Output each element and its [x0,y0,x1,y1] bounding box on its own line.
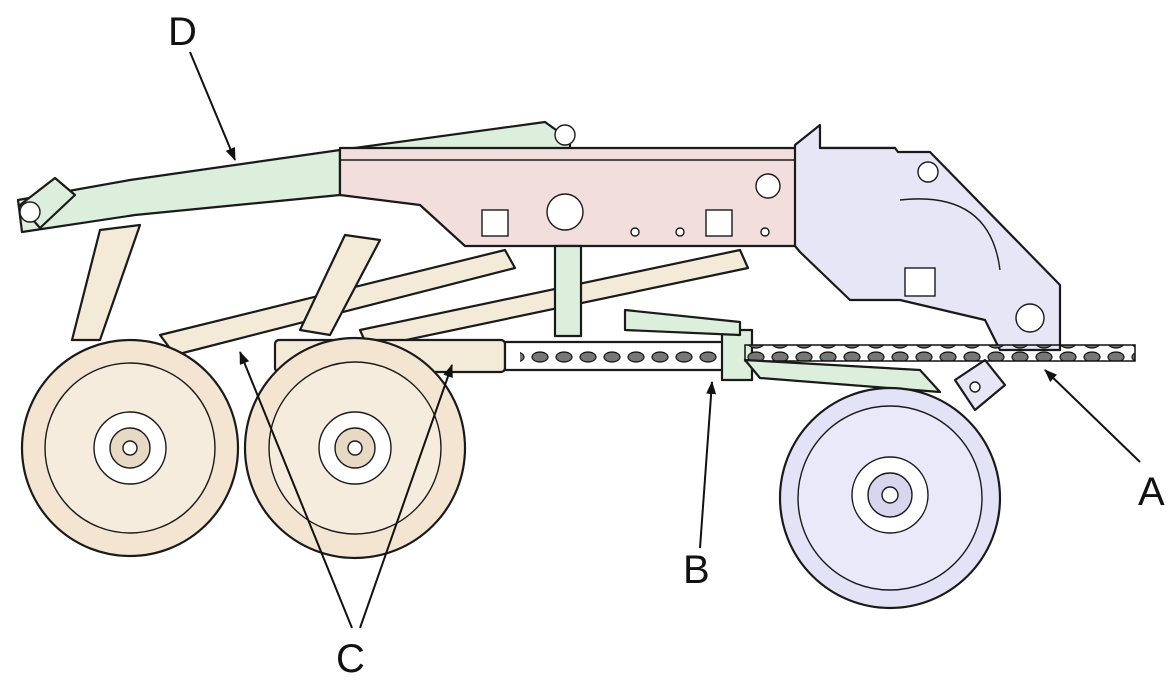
callout-label-d: D [168,10,197,54]
drive-chain [743,344,1136,394]
opener-disc [778,386,1002,610]
leader-lines [189,51,1141,629]
press-wheel-right [243,336,467,560]
callout-label-c: C [336,637,365,681]
press-wheel-left [20,338,240,558]
callout-label-a: A [1138,470,1165,514]
main-frame [338,146,900,248]
callout-label-b: B [683,548,710,592]
struts [70,223,750,357]
chain-icon [520,349,720,363]
